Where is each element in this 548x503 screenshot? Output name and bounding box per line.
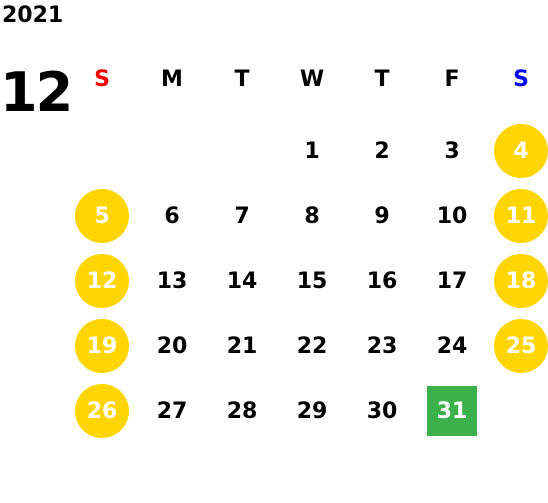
weekday-header-tuesday: T <box>234 67 250 92</box>
day-cell[interactable]: 21 <box>226 333 258 359</box>
day-cell[interactable]: 17 <box>436 268 468 294</box>
weekday-header-monday: M <box>161 67 183 92</box>
weekday-header-thursday: T <box>374 67 390 92</box>
day-cell[interactable]: 10 <box>436 203 468 229</box>
day-cell[interactable]: 25 <box>494 319 548 373</box>
day-cell[interactable]: 22 <box>296 333 328 359</box>
day-cell[interactable]: 18 <box>494 254 548 308</box>
day-cell[interactable]: 24 <box>436 333 468 359</box>
day-cell[interactable]: 8 <box>304 203 320 229</box>
day-cell[interactable]: 15 <box>296 268 328 294</box>
weekday-header-saturday: S <box>513 67 529 92</box>
day-cell[interactable]: 27 <box>156 398 188 424</box>
day-cell[interactable]: 20 <box>156 333 188 359</box>
day-cell[interactable]: 30 <box>366 398 398 424</box>
day-cell[interactable]: 23 <box>366 333 398 359</box>
weekday-header-sunday: S <box>94 67 110 92</box>
day-cell[interactable]: 7 <box>234 203 250 229</box>
day-cell[interactable]: 9 <box>374 203 390 229</box>
day-cell[interactable]: 29 <box>296 398 328 424</box>
day-cell[interactable]: 16 <box>366 268 398 294</box>
weekday-header-wednesday: W <box>299 67 325 92</box>
day-cell[interactable]: 14 <box>226 268 258 294</box>
day-cell-highlighted[interactable]: 31 <box>427 386 477 436</box>
weekday-header-friday: F <box>444 67 460 92</box>
day-cell[interactable]: 11 <box>494 189 548 243</box>
day-cell[interactable]: 2 <box>374 138 390 164</box>
day-cell[interactable]: 3 <box>444 138 460 164</box>
day-cell[interactable]: 6 <box>164 203 180 229</box>
day-cell[interactable]: 4 <box>494 124 548 178</box>
year-label: 2021 <box>2 3 64 28</box>
day-cell[interactable]: 1 <box>304 138 320 164</box>
month-number: 12 <box>0 61 73 124</box>
day-cell[interactable]: 28 <box>226 398 258 424</box>
day-cell[interactable]: 12 <box>75 254 129 308</box>
day-cell[interactable]: 5 <box>75 189 129 243</box>
day-cell[interactable]: 19 <box>75 319 129 373</box>
day-cell[interactable]: 13 <box>156 268 188 294</box>
day-cell[interactable]: 26 <box>75 384 129 438</box>
